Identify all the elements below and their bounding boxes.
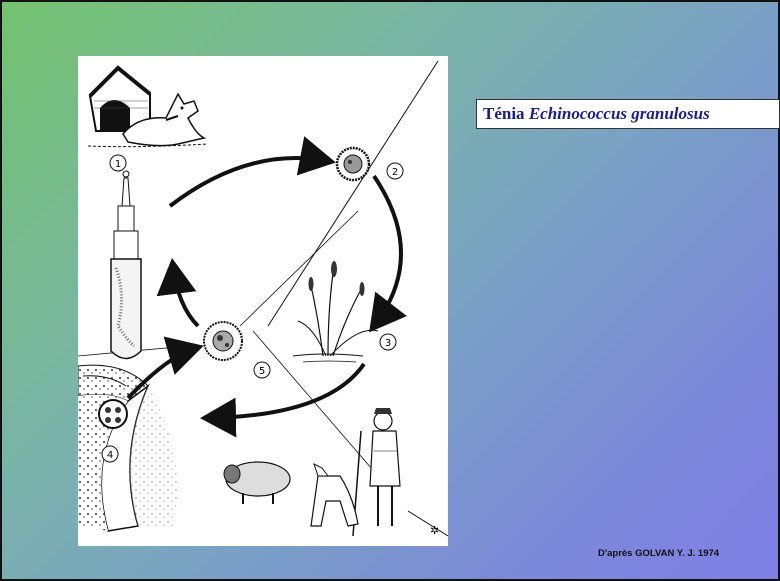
cyst-icon (77, 364, 178, 532)
svg-text:5: 5 (259, 366, 265, 377)
arrow-1-to-2 (168, 136, 336, 208)
arrow-4-to-5 (126, 336, 204, 400)
adult-worm-icon (110, 170, 142, 360)
svg-text:1: 1 (115, 159, 121, 170)
divider-line (267, 60, 439, 327)
title-species-name: Echinococcus granulosus (528, 104, 710, 123)
stage-1-number: 1 (109, 154, 127, 172)
reeds-icon (292, 261, 379, 363)
protoscolex-icon (203, 321, 243, 361)
stage-5-number: 5 (253, 361, 271, 379)
arrow-2-to-3 (369, 174, 407, 333)
divider-line (239, 210, 359, 327)
slide-title: Ténia Echinococcus granulosus (476, 99, 780, 129)
stage-4-number: 4 (101, 445, 119, 463)
signature-mark: ✲ (430, 524, 439, 537)
divider-line (407, 510, 449, 537)
arrow-3-to-4 (200, 362, 366, 438)
svg-text:2: 2 (392, 167, 398, 178)
dog-icon (87, 65, 209, 148)
stage-2-number: 2 (386, 162, 404, 180)
life-cycle-diagram: 1 2 (77, 60, 449, 537)
title-genus-label: Ténia (483, 104, 525, 123)
svg-text:3: 3 (385, 338, 391, 349)
egg-icon (335, 146, 371, 182)
life-cycle-figure: 1 2 (77, 56, 449, 546)
sheep-icon (223, 461, 291, 504)
stage-3-number: 3 (379, 333, 397, 351)
source-credit: D'après GOLVAN Y. J. 1974 (598, 548, 720, 559)
shepherd-icon (310, 408, 401, 537)
arrow-5-to-1 (156, 258, 200, 328)
divider-line (252, 330, 379, 477)
svg-text:4: 4 (107, 450, 113, 461)
